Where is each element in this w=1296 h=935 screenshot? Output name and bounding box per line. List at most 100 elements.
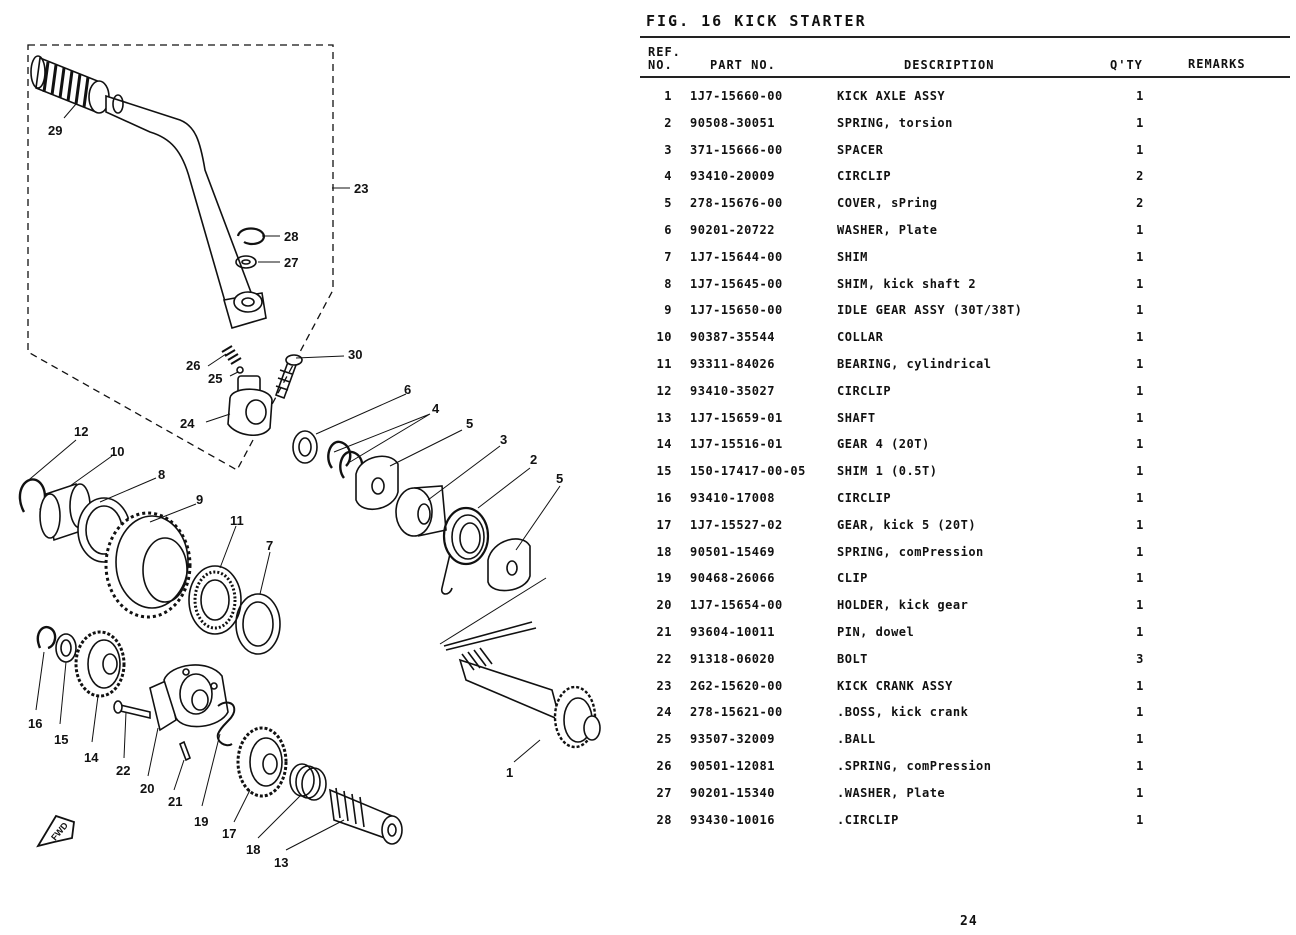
callout-28: 28 bbox=[284, 229, 298, 244]
part-no-cell: 93410-35027 bbox=[690, 383, 775, 398]
header-top-rule bbox=[640, 36, 1290, 38]
part-2-torsion-spring bbox=[440, 506, 490, 595]
callout-19: 19 bbox=[194, 814, 208, 829]
description-cell: HOLDER, kick gear bbox=[837, 598, 969, 613]
callout-labels: 29 28 27 23 26 25 30 24 6 4 5 3 2 5 12 1… bbox=[28, 123, 563, 870]
qty-cell: 1 bbox=[1136, 625, 1144, 639]
part-no-cell: 278-15676-00 bbox=[690, 196, 783, 211]
page-number: 24 bbox=[960, 914, 978, 929]
callout-24: 24 bbox=[180, 416, 195, 431]
ref-no-cell: 11 bbox=[656, 357, 672, 371]
ref-no-cell: 20 bbox=[656, 598, 672, 613]
part-17-gear bbox=[236, 726, 288, 798]
callout-23: 23 bbox=[354, 181, 368, 196]
header-description: DESCRIPTION bbox=[904, 58, 995, 72]
ref-no-cell: 5 bbox=[664, 196, 672, 211]
ref-no-cell: 8 bbox=[664, 276, 672, 291]
part-11-bearing bbox=[188, 565, 242, 635]
qty-cell: 1 bbox=[1136, 410, 1144, 425]
qty-cell: 1 bbox=[1136, 678, 1144, 693]
qty-cell: 2 bbox=[1136, 169, 1144, 184]
qty-cell: 1 bbox=[1136, 276, 1144, 291]
description-cell: COVER, sPring bbox=[837, 196, 938, 211]
callout-22: 22 bbox=[116, 763, 130, 778]
ref-no-cell: 13 bbox=[656, 410, 672, 425]
description-cell: BEARING, cylindrical bbox=[837, 357, 992, 371]
part-no-cell: 93604-10011 bbox=[690, 625, 775, 639]
description-cell: WASHER, Plate bbox=[837, 223, 938, 237]
ref-no-cell: 7 bbox=[664, 249, 672, 264]
part-6-washer bbox=[292, 430, 318, 464]
callout-20: 20 bbox=[140, 781, 154, 796]
description-cell: SPRING, comPression bbox=[837, 544, 984, 559]
part-18-spring bbox=[289, 763, 327, 801]
qty-cell: 1 bbox=[1136, 437, 1144, 452]
ref-no-cell: 28 bbox=[656, 812, 672, 827]
parts-list: FIG. 16 KICK STARTER REF. NO. PART NO. D… bbox=[640, 0, 1290, 935]
part-4-circlip-a bbox=[327, 440, 352, 469]
ref-no-cell: 12 bbox=[656, 383, 672, 398]
description-cell: IDLE GEAR ASSY (30T/38T) bbox=[837, 303, 1023, 318]
part-21-pin bbox=[178, 740, 192, 762]
ref-no-cell: 16 bbox=[656, 491, 672, 505]
callout-5-lower: 5 bbox=[556, 471, 563, 486]
callout-8: 8 bbox=[158, 467, 165, 482]
qty-cell: 1 bbox=[1136, 544, 1144, 559]
description-cell: .SPRING, comPression bbox=[837, 759, 992, 773]
part-no-cell: 90501-12081 bbox=[690, 759, 775, 773]
description-cell: SHIM, kick shaft 2 bbox=[837, 276, 977, 291]
part-30-bolt bbox=[274, 354, 303, 400]
qty-cell: 1 bbox=[1136, 464, 1144, 479]
qty-cell: 2 bbox=[1136, 196, 1144, 211]
callout-6: 6 bbox=[404, 382, 411, 397]
part-29-grip bbox=[30, 55, 110, 114]
part-25-ball bbox=[236, 366, 244, 374]
description-cell: SHIM 1 (0.5T) bbox=[837, 464, 938, 479]
qty-cell: 1 bbox=[1136, 571, 1144, 586]
description-cell: SHIM bbox=[837, 249, 868, 264]
part-19-clip bbox=[216, 701, 236, 747]
qty-cell: 1 bbox=[1136, 732, 1144, 747]
qty-cell: 1 bbox=[1136, 249, 1144, 264]
callout-14: 14 bbox=[84, 750, 99, 765]
callout-17: 17 bbox=[222, 826, 236, 841]
part-7-shim bbox=[235, 593, 281, 655]
part-no-cell: 2G2-15620-00 bbox=[690, 678, 783, 693]
ref-no-cell: 24 bbox=[656, 705, 672, 720]
part-no-cell: 90501-15469 bbox=[690, 544, 775, 559]
description-cell: CIRCLIP bbox=[837, 383, 892, 398]
part-no-cell: 1J7-15654-00 bbox=[690, 598, 783, 613]
callout-9: 9 bbox=[196, 492, 203, 507]
header-part-no: PART NO. bbox=[710, 58, 776, 72]
qty-cell: 1 bbox=[1136, 785, 1144, 800]
kick-starter-diagram: 29 28 27 23 26 25 30 24 6 4 5 3 2 5 12 1… bbox=[18, 44, 601, 870]
fwd-arrow bbox=[36, 814, 75, 848]
callout-4: 4 bbox=[432, 401, 440, 416]
table-row: 5 278-15676-00 COVER, sPring 2 bbox=[640, 196, 1290, 222]
description-cell: .BOSS, kick crank bbox=[837, 705, 969, 720]
callout-5-upper: 5 bbox=[466, 416, 473, 431]
callout-27: 27 bbox=[284, 255, 298, 270]
part-5-spring-cover-upper bbox=[355, 455, 399, 510]
ref-no-cell: 21 bbox=[656, 625, 672, 639]
description-cell: CIRCLIP bbox=[837, 491, 892, 505]
part-no-cell: 1J7-15650-00 bbox=[690, 303, 783, 318]
part-5-spring-cover-lower bbox=[487, 538, 531, 592]
description-cell: .WASHER, Plate bbox=[837, 785, 946, 800]
part-3-spacer bbox=[395, 485, 447, 537]
part-no-cell: 93410-20009 bbox=[690, 169, 775, 184]
ref-no-cell: 14 bbox=[656, 437, 672, 452]
